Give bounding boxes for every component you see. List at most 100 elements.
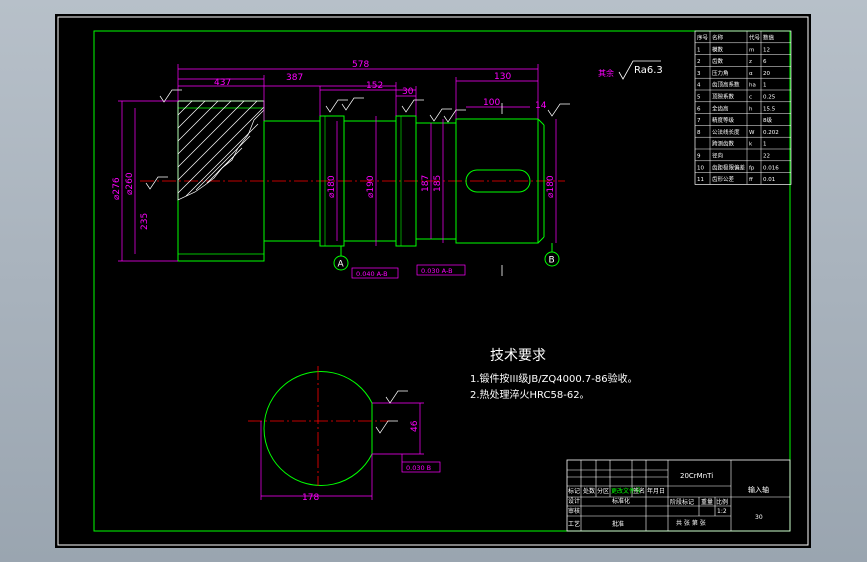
shaft-main-view[interactable]: ⌀276 ⌀260 235 ⌀180 ⌀190 187 185 ⌀180	[112, 60, 570, 279]
param-table-cell: c	[749, 95, 752, 101]
dim-130: 130	[494, 72, 511, 82]
surface-finish-note: 其余 Ra6.3	[598, 60, 663, 80]
dim-100: 100	[483, 98, 500, 108]
dim-d276: ⌀276	[112, 177, 122, 200]
tb-label-1: 处数	[583, 487, 595, 495]
param-table-cell: 齿形公差	[712, 175, 735, 183]
tb-process: 工艺	[568, 520, 580, 528]
tb-label-2: 分区	[597, 487, 609, 495]
tech-note-2: 2.热处理淬火HRC58-62。	[470, 388, 590, 401]
param-table-cell: z	[749, 59, 752, 65]
dim-d260: ⌀260	[125, 172, 135, 195]
tolerance-frame-b[interactable]: 0.030 A-B	[416, 264, 466, 276]
param-table-cell: 0.01	[763, 177, 775, 183]
param-table-cell: W	[749, 130, 755, 136]
tolerance-frame-a[interactable]: 0.040 A-B	[351, 267, 399, 279]
tb-label-0: 标记	[568, 487, 580, 495]
param-table-cell: 4	[697, 83, 701, 89]
dim-437: 437	[214, 78, 231, 88]
dim-d235: 235	[140, 213, 150, 230]
param-table-cell: m	[749, 47, 754, 53]
title-block[interactable]: 20CrMnTi 输入轴 30 1:2 共 张 第 张 标记 处数 分区 更改文…	[566, 459, 791, 532]
param-table-cell: ff	[749, 177, 753, 183]
param-table-cell: 顶隙系数	[712, 93, 735, 101]
param-table-cell: 齿数	[712, 57, 724, 65]
tb-part-name: 输入轴	[748, 485, 769, 494]
tol-sym: 0.030 B	[406, 464, 431, 472]
technical-requirements: 技术要求 1.锻件按III级JB/ZQ4000.7-86验收。 2.热处理淬火H…	[470, 348, 638, 401]
param-table-cell: 齿顶高系数	[712, 81, 740, 89]
param-table-cell: 12	[763, 47, 770, 53]
param-table-cell: 0.25	[763, 95, 776, 101]
param-table-cell: 10	[697, 165, 704, 171]
surface-finish-label: 其余	[598, 68, 614, 78]
param-table-cell: 公法线长度	[712, 128, 740, 136]
param-table-cell: k	[749, 142, 753, 148]
tb-designer: 设计	[568, 497, 580, 505]
tb-approve: 批准	[612, 520, 624, 528]
drawing-sheet[interactable]: ⌀276 ⌀260 235 ⌀180 ⌀190 187 185 ⌀180	[55, 14, 811, 548]
param-table-cell: 5	[697, 95, 701, 101]
tech-title: 技术要求	[490, 348, 546, 364]
tb-number: 30	[755, 514, 763, 521]
param-table-cell: 0.202	[763, 130, 779, 136]
datum-a[interactable]: A	[333, 246, 349, 271]
dim-14: 14	[535, 101, 547, 111]
tb-reviewer: 审核	[568, 507, 580, 515]
tb-label-4: 签名	[633, 487, 645, 495]
tol-runout-b: 0.030 A-B	[421, 267, 453, 275]
param-table-cell: α	[749, 71, 753, 77]
dim-d190: ⌀190	[366, 175, 376, 198]
param-table-cell: 0.016	[763, 165, 779, 171]
param-table-cell: 1	[763, 142, 767, 148]
param-table-cell: 模数	[712, 45, 724, 53]
param-table-cell: 2	[697, 59, 701, 65]
datum-b[interactable]: B	[544, 243, 560, 267]
shaft-seg-6[interactable]	[455, 118, 539, 244]
dim-d180-left: ⌀180	[327, 175, 337, 198]
tb-stage-mark: 阶段标记	[670, 498, 694, 506]
param-table-cell: ha	[749, 83, 756, 89]
param-table-cell: 径向	[712, 152, 723, 160]
param-table-header: 代号	[749, 34, 761, 42]
param-table-cell: 6	[763, 59, 767, 65]
param-table-cell: 9	[697, 154, 701, 160]
drawing-border-outer	[57, 16, 809, 546]
datum-b-label: B	[549, 256, 555, 266]
dim-178: 178	[302, 493, 319, 503]
tb-scale-label: 比例	[716, 498, 728, 506]
dim-d180-right: ⌀180	[546, 175, 556, 198]
param-table-cell: 7	[697, 118, 701, 124]
param-table-cell: 1	[697, 47, 701, 53]
param-table-cell: 3	[697, 71, 701, 77]
section-view[interactable]: 178 46 0.030 B	[248, 366, 441, 503]
param-table-cell: 20	[763, 71, 770, 77]
param-table-header: 名称	[712, 34, 724, 42]
tb-weight-label: 重量	[701, 498, 713, 506]
dim-overall: 578	[352, 60, 369, 70]
param-table-cell: 跨测齿数	[712, 140, 735, 148]
param-table-cell: h	[749, 106, 753, 112]
param-table-header: 序号	[697, 34, 709, 42]
drawing-canvas[interactable]: ⌀276 ⌀260 235 ⌀180 ⌀190 187 185 ⌀180	[55, 14, 811, 548]
param-table-cell: 11	[697, 177, 704, 183]
keyway[interactable]	[465, 169, 531, 193]
param-table-cell: fp	[749, 165, 755, 171]
param-table-cell: 8级	[763, 116, 772, 124]
param-table-cell: 8	[697, 130, 701, 136]
tb-label-3: 更改文件号	[611, 487, 641, 495]
dim-152: 152	[366, 81, 383, 91]
tb-std: 标准化	[612, 497, 630, 505]
tb-material: 20CrMnTi	[680, 472, 713, 480]
param-table-cell: 15.5	[763, 106, 776, 112]
dim-d185: 185	[433, 175, 443, 192]
param-table-cell: 1	[763, 83, 767, 89]
tech-note-1: 1.锻件按III级JB/ZQ4000.7-86验收。	[470, 372, 638, 385]
tolerance-frame-sym[interactable]: 0.030 B	[401, 454, 441, 473]
dim-46: 46	[410, 420, 420, 432]
param-table-cell: 齿距极限偏差	[712, 163, 746, 171]
dim-d187: 187	[421, 175, 431, 192]
datum-a-label: A	[338, 260, 345, 270]
